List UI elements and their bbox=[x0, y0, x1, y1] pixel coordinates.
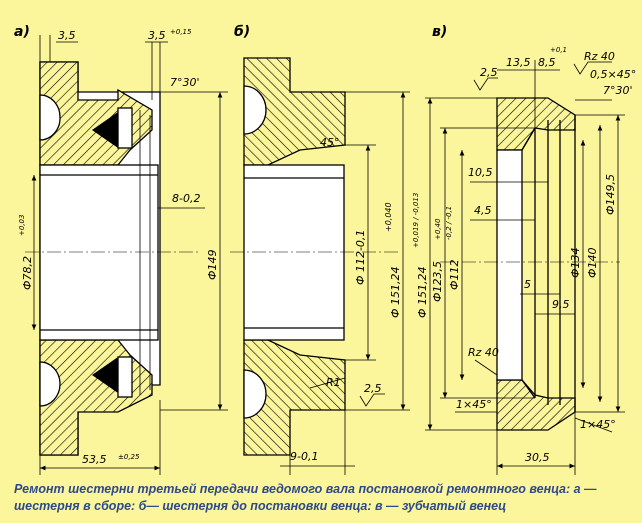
dim-a-top-right: 3,5 bbox=[148, 29, 166, 42]
dim-v-top2: 8,5 bbox=[538, 56, 556, 69]
dim-v-top1: 13,5 bbox=[506, 56, 531, 69]
dim-b-outer: Ф 151,24 bbox=[389, 267, 402, 318]
bearing-bottom-b bbox=[243, 369, 267, 419]
dim-v-angle: 7°30' bbox=[603, 84, 633, 97]
dim-v-d149: Ф149,5 bbox=[604, 174, 617, 215]
dim-v-rough-top: 2,5 bbox=[480, 66, 498, 79]
bearing-top-a bbox=[39, 94, 61, 141]
dim-v-d2-tol: +0,40 bbox=[434, 218, 442, 240]
dim-b-chamfer-angle: 45° bbox=[320, 136, 340, 149]
ring-v-top-section bbox=[496, 97, 576, 151]
ring-weld-top-a bbox=[92, 112, 118, 148]
dim-v-top2-tol: +0,1 bbox=[550, 46, 567, 54]
dim-v-d3-tol: -0,2 / -0,1 bbox=[445, 206, 453, 240]
dim-a-bore: Ф78,2 bbox=[21, 256, 34, 290]
dim-a-angle: 7°30' bbox=[170, 76, 200, 89]
dim-v-w4: 9,5 bbox=[552, 298, 570, 311]
bearing-top-b bbox=[243, 85, 267, 135]
dim-b-rough: 2,5 bbox=[364, 382, 382, 395]
ring-v-bottom-section bbox=[496, 379, 576, 431]
dim-v-d2: Ф123,5 bbox=[431, 261, 444, 302]
dim-v-chamfer-top: 0,5×45° bbox=[590, 68, 636, 81]
dim-a-width: 53,5 bbox=[82, 453, 107, 466]
ring-weld-bottom-a bbox=[92, 357, 118, 393]
dim-a-outer: Ф149 bbox=[206, 250, 219, 280]
bore-a bbox=[39, 164, 159, 341]
dim-a-bore-tol: +0,03 bbox=[18, 215, 26, 236]
panel-b-label: б) bbox=[234, 24, 250, 40]
dim-v-ch-left: 1×45° bbox=[456, 398, 492, 411]
panel-a: а) 3,5 3,5 +0,15 7°30' Ф1 bbox=[14, 24, 228, 475]
dim-v-rz: Rz 40 bbox=[584, 50, 615, 63]
dim-v-d1: Ф 151,24 bbox=[416, 267, 429, 318]
dim-a-top-left: 3,5 bbox=[58, 29, 76, 42]
dim-b-width: 9-0,1 bbox=[290, 450, 318, 463]
dim-b-outer-tol: +0,040 bbox=[384, 202, 393, 232]
panel-v-label: в) bbox=[432, 24, 447, 40]
panel-b: б) 45° Ф 112-0,1 Ф 151,24 +0,040 R1 2,5 … bbox=[230, 24, 410, 475]
dim-b-radius: R1 bbox=[326, 376, 341, 389]
figure-caption: Ремонт шестерни третьей передачи ведомог… bbox=[14, 482, 597, 513]
dim-v-d3: Ф112 bbox=[448, 260, 461, 290]
dim-v-w2: 4,5 bbox=[474, 204, 492, 217]
dim-v-d140: Ф140 bbox=[586, 248, 599, 278]
dim-v-d1-tol: +0,019 / -0,013 bbox=[412, 193, 420, 248]
dim-a-width-tol: ±0,25 bbox=[118, 453, 140, 461]
dim-v-d134: Ф134 bbox=[569, 248, 582, 278]
bore-b bbox=[243, 164, 345, 341]
dim-v-w1: 10,5 bbox=[468, 166, 493, 179]
dim-b-inner: Ф 112-0,1 bbox=[354, 230, 367, 285]
bearing-bottom-a bbox=[39, 361, 61, 407]
ring-v-inner bbox=[496, 149, 523, 381]
dim-v-width: 30,5 bbox=[525, 451, 550, 464]
dim-v-ch-right: 1×45° bbox=[580, 418, 616, 431]
panel-a-label: а) bbox=[14, 24, 30, 40]
dim-v-rz-bottom: Rz 40 bbox=[468, 346, 499, 359]
technical-drawing: а) 3,5 3,5 +0,15 7°30' Ф1 bbox=[14, 24, 636, 475]
panel-v: в) 2,5 13,5 8,5 +0,1 Rz 40 0,5×45° 7°30'… bbox=[412, 24, 636, 475]
dim-a-chamfer: 8-0,2 bbox=[172, 192, 200, 205]
dim-a-top-right-tol: +0,15 bbox=[170, 28, 192, 36]
dim-v-w3: 5 bbox=[524, 278, 531, 291]
